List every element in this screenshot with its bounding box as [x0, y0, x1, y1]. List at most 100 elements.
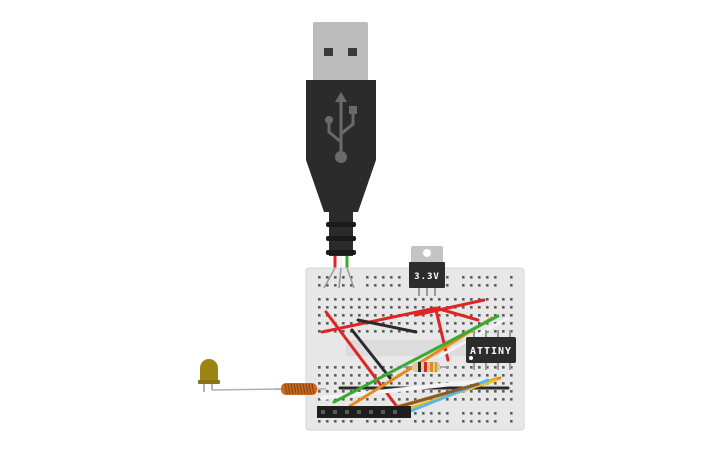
breadboard-hole	[454, 374, 457, 377]
breadboard-hole	[326, 276, 329, 279]
breadboard-hole	[398, 330, 401, 333]
led	[198, 359, 220, 392]
breadboard-hole	[422, 306, 425, 309]
breadboard-hole	[350, 366, 353, 369]
inductor-winding	[293, 383, 297, 395]
breadboard-hole	[398, 382, 401, 385]
breadboard-hole	[478, 322, 481, 325]
breadboard-hole	[414, 298, 417, 301]
breadboard-hole	[494, 306, 497, 309]
breadboard-hole	[390, 306, 393, 309]
breadboard-hole	[318, 330, 321, 333]
breadboard-hole	[430, 412, 433, 415]
breadboard-hole	[366, 374, 369, 377]
breadboard-hole	[342, 366, 345, 369]
breadboard-hole	[350, 420, 353, 423]
breadboard-hole	[494, 298, 497, 301]
breadboard-hole	[446, 284, 449, 287]
breadboard-hole	[342, 390, 345, 393]
breadboard-hole	[446, 412, 449, 415]
attiny-body	[466, 337, 516, 363]
breadboard-hole	[318, 398, 321, 401]
breadboard-hole	[334, 298, 337, 301]
breadboard-hole	[438, 314, 441, 317]
breadboard-hole	[454, 322, 457, 325]
breadboard-hole	[470, 314, 473, 317]
wire-red-1	[320, 306, 480, 334]
breadboard-hole	[486, 390, 489, 393]
breadboard-hole	[510, 412, 513, 415]
breadboard-hole	[510, 330, 513, 333]
attiny-pin1-dot	[469, 356, 473, 360]
breadboard-hole	[478, 298, 481, 301]
breadboard-hole	[374, 382, 377, 385]
breadboard-hole	[510, 306, 513, 309]
usb-strain-relief	[329, 212, 353, 256]
breadboard-hole	[398, 322, 401, 325]
breadboard-hole	[350, 398, 353, 401]
breadboard-hole	[430, 314, 433, 317]
breadboard-hole	[510, 322, 513, 325]
breadboard-hole	[470, 298, 473, 301]
breadboard-hole	[486, 314, 489, 317]
breadboard-hole	[510, 382, 513, 385]
breadboard-hole	[462, 306, 465, 309]
breadboard-hole	[454, 314, 457, 317]
header-pin	[357, 410, 361, 414]
resistor	[402, 362, 448, 372]
breadboard-hole	[502, 374, 505, 377]
breadboard-hole	[438, 412, 441, 415]
breadboard-hole	[366, 306, 369, 309]
breadboard-hole	[510, 284, 513, 287]
breadboard-hole	[326, 420, 329, 423]
breadboard-hole	[342, 284, 345, 287]
breadboard-hole	[478, 276, 481, 279]
led-body	[200, 359, 218, 384]
breadboard-hole	[438, 306, 441, 309]
attiny-label: ATTINY	[470, 346, 512, 357]
breadboard-hole	[446, 398, 449, 401]
breadboard-hole	[398, 276, 401, 279]
breadboard-hole	[358, 390, 361, 393]
breadboard-hole	[478, 366, 481, 369]
breadboard-hole	[494, 412, 497, 415]
breadboard-hole	[406, 382, 409, 385]
breadboard-hole	[510, 298, 513, 301]
breadboard-hole	[462, 412, 465, 415]
breadboard-hole	[390, 366, 393, 369]
breadboard-hole	[342, 314, 345, 317]
breadboard-hole	[326, 374, 329, 377]
breadboard-hole	[398, 306, 401, 309]
breadboard-hole	[430, 398, 433, 401]
breadboard-hole	[422, 314, 425, 317]
breadboard-hole	[430, 420, 433, 423]
breadboard-hole	[502, 382, 505, 385]
breadboard-hole	[502, 322, 505, 325]
inductor-winding	[302, 383, 306, 395]
breadboard-hole	[438, 390, 441, 393]
wire-black-1	[356, 318, 418, 334]
breadboard-hole	[398, 398, 401, 401]
breadboard-hole	[438, 374, 441, 377]
breadboard-hole	[470, 322, 473, 325]
breadboard-hole	[374, 276, 377, 279]
regulator-label: 3.3V	[414, 272, 440, 282]
breadboard-hole	[382, 420, 385, 423]
breadboard-hole	[342, 374, 345, 377]
breadboard-hole	[390, 284, 393, 287]
breadboard-hole	[414, 382, 417, 385]
pin-header	[317, 406, 411, 418]
breadboard-hole	[382, 284, 385, 287]
breadboard-hole	[486, 366, 489, 369]
breadboard-hole	[390, 276, 393, 279]
breadboard-hole	[414, 306, 417, 309]
inductor-winding	[287, 383, 291, 395]
usb-cable-legs	[323, 267, 355, 289]
breadboard-hole	[470, 398, 473, 401]
breadboard-hole	[366, 420, 369, 423]
breadboard-hole	[350, 284, 353, 287]
breadboard-hole	[502, 366, 505, 369]
header-pin	[393, 410, 397, 414]
breadboard-hole	[390, 374, 393, 377]
